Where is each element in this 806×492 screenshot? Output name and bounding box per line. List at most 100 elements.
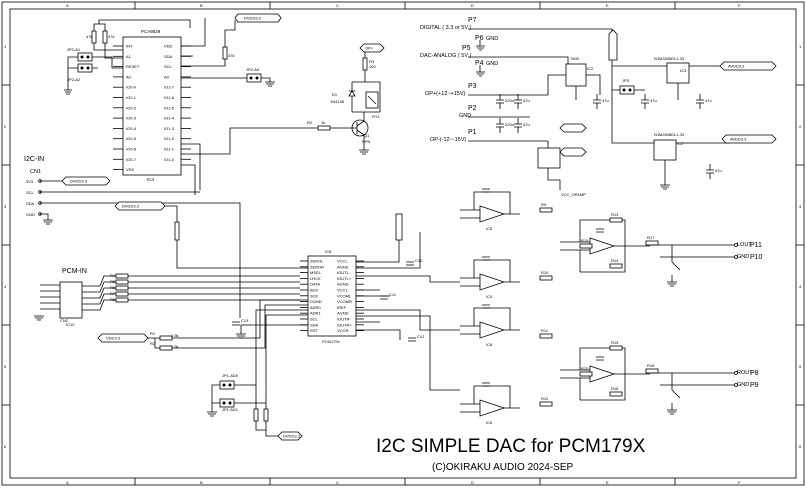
- ic4-left-pins: INTA1RESETA0IO0-0IO0-1IO0-2IO0-3IO0-4IO0…: [113, 44, 140, 172]
- resistor-r3: [362, 57, 368, 71]
- power-cap-label: 47u: [523, 122, 530, 127]
- ic4-pin-right: IO1-4: [164, 116, 175, 121]
- ic8-pin-left: LRCK: [310, 276, 321, 281]
- ic4-pin-left: RESET: [126, 64, 140, 69]
- vdd-top-wire: [98, 19, 191, 28]
- ldo1-part: NJM2845DL1-33: [654, 56, 685, 61]
- power-p3-label: OP+(+12~+15V): [425, 91, 466, 97]
- ic8-pin-left: SCK: [310, 293, 319, 298]
- i2c-to-expander: [181, 143, 201, 195]
- net-avdd-b: [721, 134, 777, 144]
- jumper-jp1-ad1[interactable]: [219, 398, 235, 408]
- rout-label: ROUT: [737, 370, 753, 376]
- resistor-r-ad1: [263, 408, 269, 422]
- analog-resistor: R13: [609, 212, 623, 223]
- resistor-r-reset: [102, 30, 108, 44]
- power-cap-label: 47u: [715, 168, 722, 173]
- gnd-symbol: [34, 315, 44, 321]
- border-col-c-bottom: C: [336, 480, 339, 485]
- analog-resistor-label: R15: [611, 340, 619, 345]
- dac-cap-label: C10: [415, 258, 423, 263]
- ic4-right-wires: [181, 18, 226, 79]
- analog-resistor-label: R10: [541, 270, 549, 275]
- pcm-resistor: R7: [82, 291, 300, 305]
- analog-resistor-label: R16: [611, 386, 619, 391]
- jp2-wires: [67, 56, 123, 90]
- power-cap-label: 47u: [602, 98, 609, 103]
- q1-ref: Q1: [364, 133, 370, 138]
- opamp-label: IC6: [486, 420, 493, 425]
- net-dvdd-i2c: [61, 176, 111, 186]
- net-flag-avdd-dac: [395, 213, 403, 241]
- analog-resistor: R10: [539, 270, 553, 281]
- ic8-pin-left: SCL: [310, 317, 319, 322]
- jumper-jp3[interactable]: [619, 85, 635, 95]
- ic8-pin-right: AGND: [337, 282, 349, 287]
- ic8-pin-left: MSEL: [310, 270, 322, 275]
- power-section: P7 DIGITAL ( 3.3 or 5V ) P6 GND P5 DAC-A…: [420, 17, 777, 197]
- power-bus-wires: [468, 28, 613, 142]
- r-reset-label: 47k: [108, 34, 114, 39]
- pcm-resistor-label: R6: [110, 285, 116, 290]
- analog-resistor-label: R12: [541, 396, 549, 401]
- ic4-pin-left: IO0-5: [126, 136, 137, 141]
- jumper-jp2-a2[interactable]: [77, 63, 93, 73]
- ic4-part: PCA9629: [141, 29, 161, 34]
- ic4-pin-left: IO0-6: [126, 147, 137, 152]
- ic8-ref: IC8: [325, 249, 332, 254]
- jp2-a0-wire: [225, 77, 271, 82]
- power-p2-label: GND: [459, 113, 471, 119]
- ic4-pin-left: IO0-3: [126, 116, 137, 121]
- ldo-ic2b: [653, 139, 677, 161]
- ic4-pin-right: IO1-0: [164, 157, 175, 162]
- resistor-r2: [317, 125, 331, 131]
- pcm-resistor-label: R4: [110, 273, 116, 278]
- ic4-pin-right: IO1-2: [164, 136, 175, 141]
- power-p6-label: GND: [486, 36, 498, 42]
- gnd-symbol: [359, 149, 369, 155]
- power-capacitor: 47u: [706, 164, 722, 179]
- jumper-jp2-a0[interactable]: [246, 73, 262, 83]
- cn2-label: CN2: [60, 318, 69, 323]
- power-p4: P4: [475, 60, 484, 67]
- reg-7805-wires: [547, 74, 601, 100]
- resistor-r-ad0: [253, 408, 259, 422]
- border-row-5-right: 5: [799, 364, 802, 369]
- r1-val: 1.5k: [171, 333, 179, 338]
- ic4-pin-left: IO0-7: [126, 157, 137, 162]
- net-avdd-a: [719, 61, 777, 71]
- border-col-d-bottom: D: [471, 480, 474, 485]
- d1-value: 1N4148: [330, 99, 345, 104]
- i2c-pin-label: SDA: [26, 201, 35, 206]
- ic4-pin-right: SCL: [164, 64, 173, 69]
- jumper-jp1-ad0[interactable]: [219, 380, 235, 390]
- resistor-r-dac: [174, 221, 180, 241]
- border-row-5: 5: [4, 364, 7, 369]
- border-row-2-right: 2: [799, 124, 802, 129]
- gnd-symbol: [265, 81, 275, 87]
- reg-ic2-label: IC2: [587, 66, 594, 71]
- jumper-jp2-a1[interactable]: [77, 52, 93, 62]
- power-cap-label: 47u: [705, 98, 712, 103]
- ic4-pin-left: IO0-4: [126, 126, 137, 131]
- cn1-label: CN1: [30, 169, 41, 175]
- ic4-pin-right: IO1-1: [164, 147, 175, 152]
- border-col-b: B: [200, 3, 203, 8]
- power-capacitor: 47u: [593, 94, 609, 109]
- opamp-label: IC6: [486, 342, 493, 347]
- ic8-pin-left: ADR0: [310, 305, 321, 310]
- p10-label: P10: [750, 254, 763, 261]
- ic4-pin-left: IO0-2: [126, 105, 137, 110]
- ic4-pin-left: IO0-1: [126, 95, 137, 100]
- border-row-1-right: 1: [799, 44, 802, 49]
- opamp-label: IC5: [486, 226, 493, 231]
- opamp-lpf: [560, 347, 650, 401]
- border-row-4: 4: [4, 284, 7, 289]
- net-op-flag-2: [559, 147, 587, 157]
- gnd-symbol: [64, 89, 72, 95]
- lout-label: LOUT: [737, 242, 752, 248]
- power-capacitor: 47u: [696, 94, 712, 109]
- analog-resistor-label: R19: [581, 238, 589, 243]
